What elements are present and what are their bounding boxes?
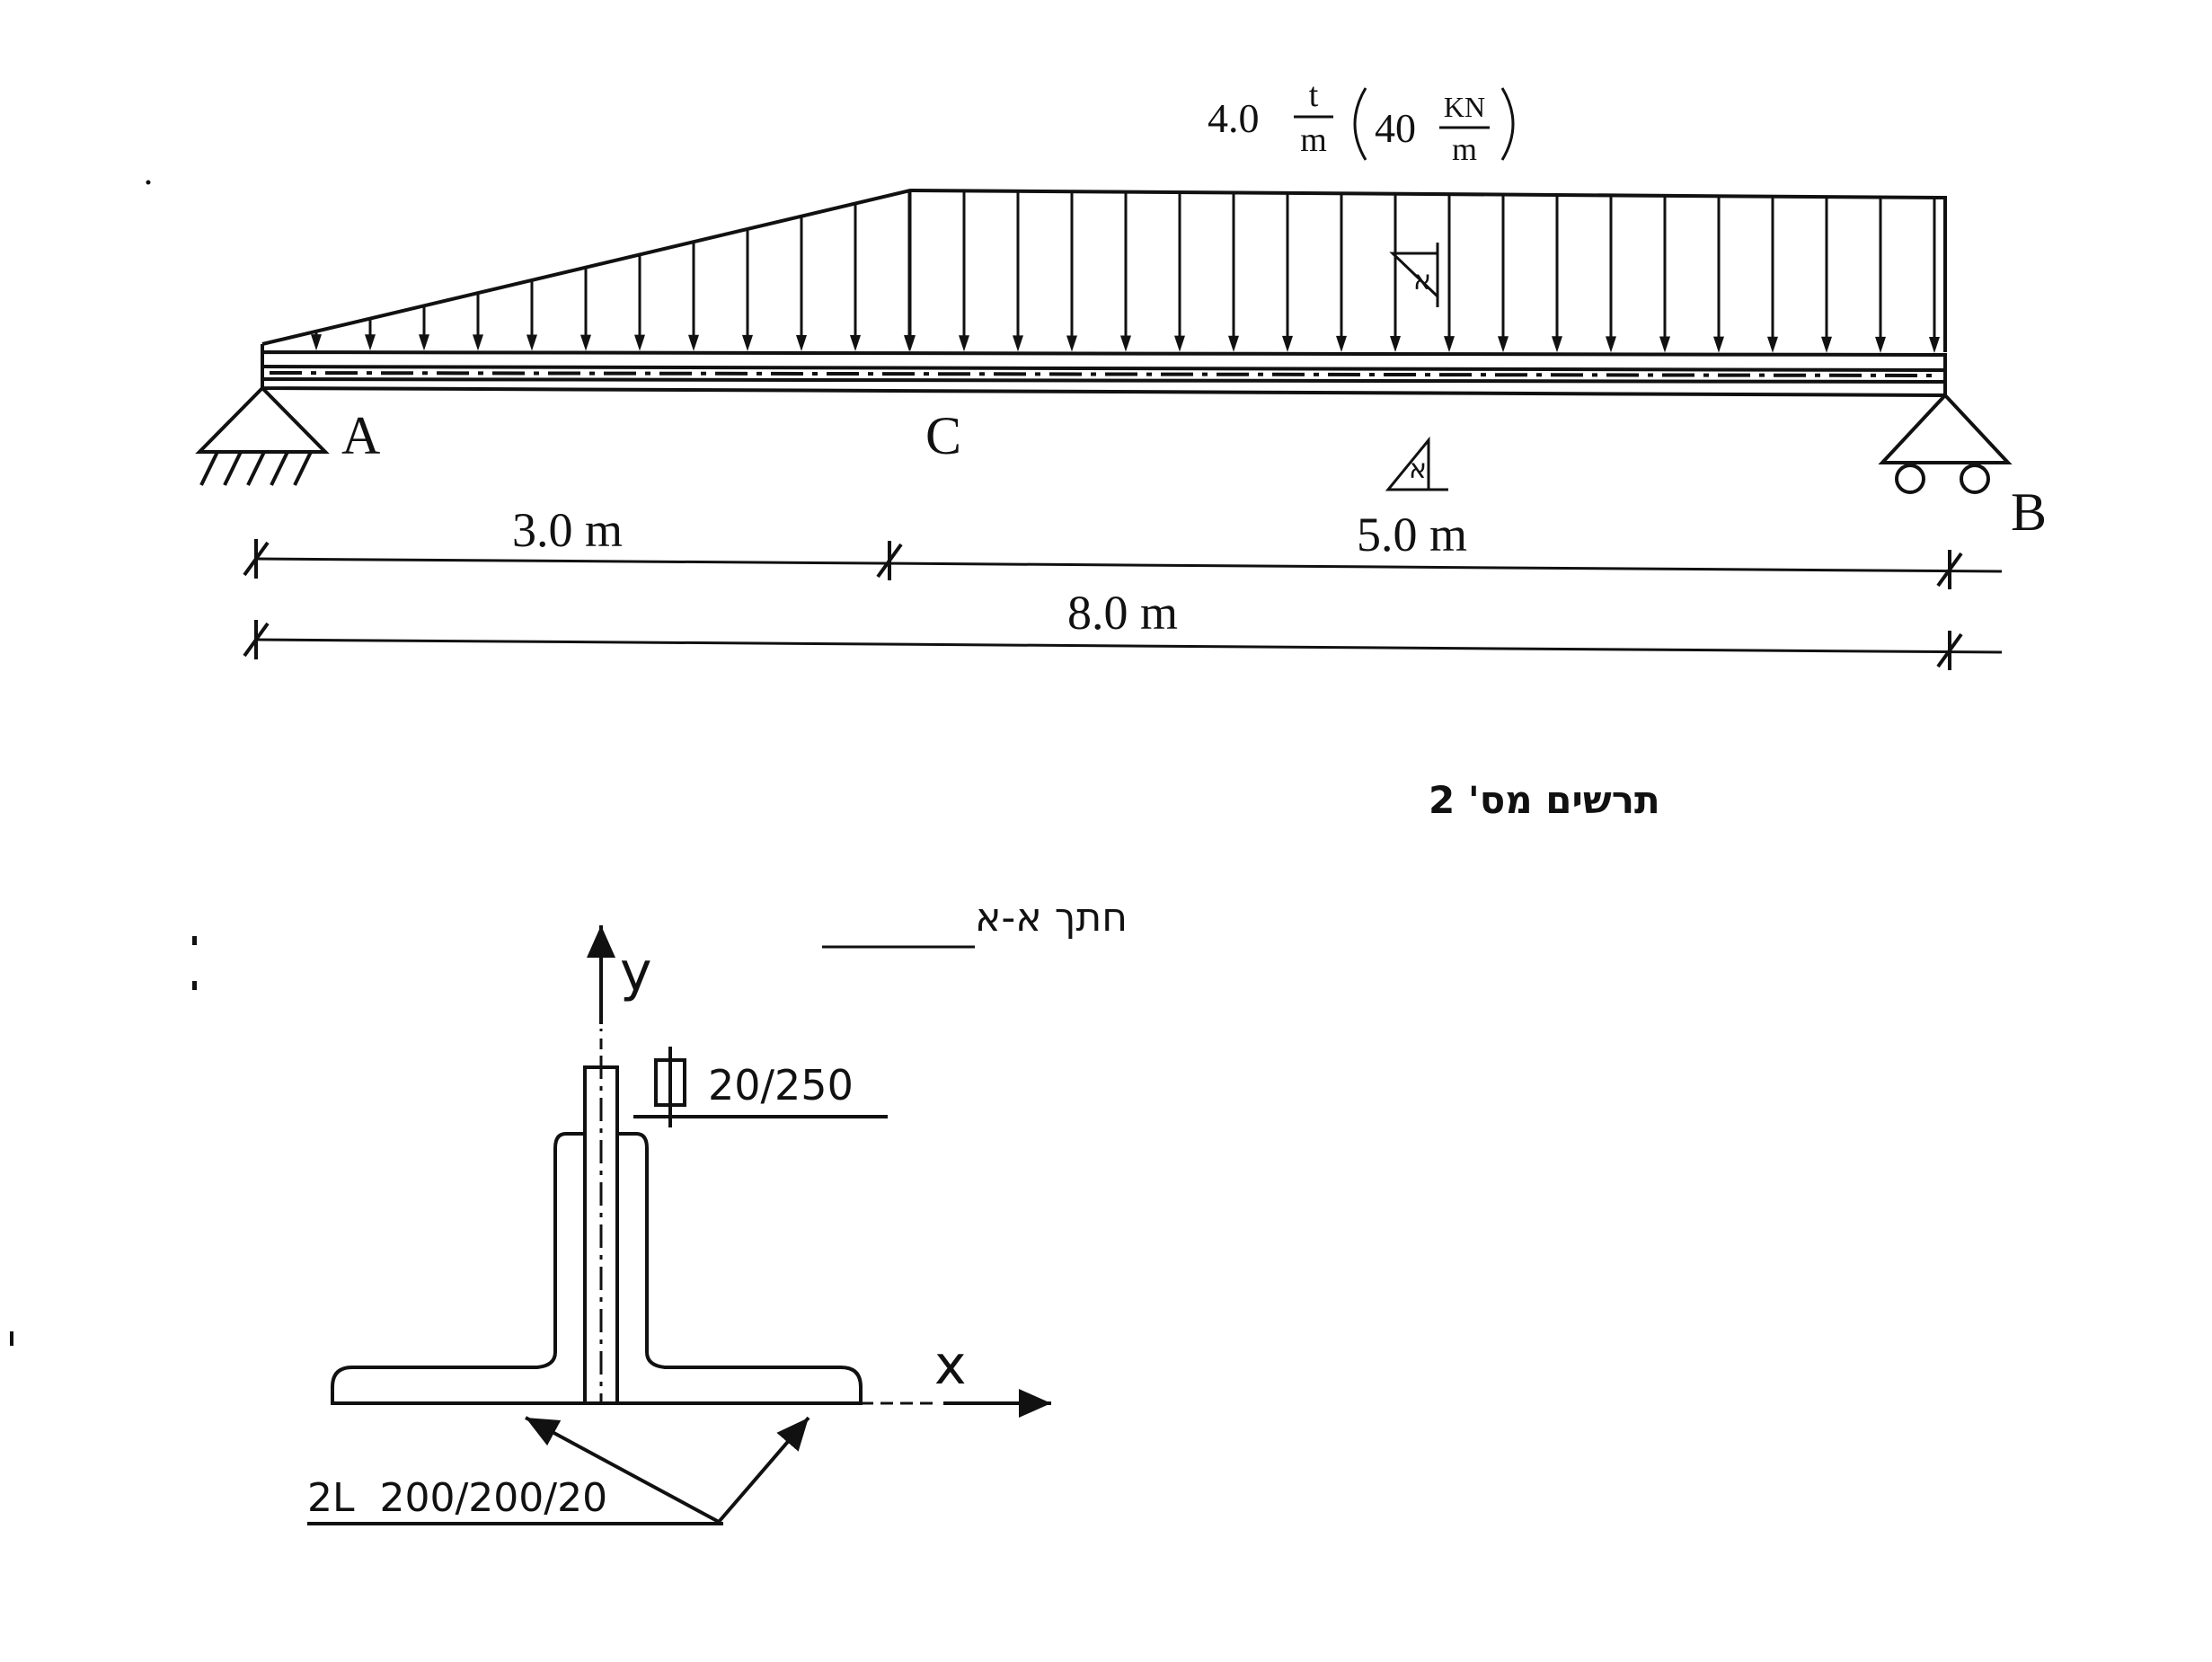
load-value-si: 40: [1375, 105, 1416, 151]
load-arrow-head: [1498, 336, 1509, 353]
load-arrow-head: [580, 334, 591, 351]
load-arrow-head: [1552, 336, 1562, 353]
load-arrow-head: [1767, 336, 1778, 353]
beam-centerline: [269, 371, 1942, 377]
load-arrow-head: [634, 334, 645, 351]
load-arrow-head: [796, 334, 807, 351]
stray-mark: [192, 981, 197, 990]
section-cut-bottom-marker: א: [1385, 436, 1448, 491]
y-axis: y: [587, 925, 652, 1067]
load-arrow-head: [1390, 336, 1401, 353]
load-si-numerator: KN: [1444, 91, 1485, 123]
load-arrow-head: [1659, 336, 1670, 353]
load-value-metric: 4.0: [1208, 95, 1260, 141]
dimension-line-spans: [243, 539, 2003, 589]
beam: [261, 349, 1947, 398]
load-arrow-head: [1336, 335, 1347, 352]
roller-support-b: [1878, 393, 2013, 494]
angles-callout: 2L 200/200/20: [307, 1416, 810, 1525]
load-arrow-head: [1875, 336, 1886, 353]
stray-dot: [146, 180, 151, 185]
load-arrow-head: [1282, 335, 1293, 352]
load-arrows: [311, 190, 1940, 353]
angles-label: 2L 200/200/20: [307, 1475, 607, 1521]
load-arrow-head: [688, 334, 699, 351]
dimension-line-total: [243, 620, 2003, 670]
plate-label: 20/250: [708, 1061, 854, 1109]
load-arrow-head: [1444, 336, 1455, 353]
t-section: [331, 1056, 863, 1405]
point-c-label: C: [925, 406, 961, 465]
load-arrow-head: [1120, 335, 1131, 352]
load-label: 4.0 t m 40 KN m: [1208, 76, 1515, 167]
x-axis: x: [861, 1334, 1051, 1418]
load-arrow-head: [959, 335, 969, 352]
x-axis-label: x: [934, 1334, 967, 1397]
stray-mark: [10, 1331, 13, 1346]
load-arrow-head: [1821, 336, 1832, 353]
section-mark-bottom: א: [1409, 454, 1427, 485]
pin-support-a: [195, 385, 330, 486]
load-arrow-head: [1174, 335, 1185, 352]
load-arrow-head: [850, 335, 861, 352]
drawing-title: תרשים מס' 2: [1429, 778, 1660, 822]
right-span-label: 5.0 m: [1357, 508, 1467, 561]
load-arrow-head: [1228, 335, 1239, 352]
load-si-denominator: m: [1452, 131, 1477, 167]
load-arrow-head: [1713, 336, 1724, 353]
load-arrow-head: [526, 334, 537, 351]
load-unit-denominator: m: [1300, 121, 1327, 159]
load-arrow-head: [365, 334, 376, 351]
load-arrow-head: [1929, 336, 1940, 353]
load-arrow-head: [311, 334, 322, 351]
section-title: חתך א-א: [975, 895, 1128, 941]
point-a-label: A: [341, 406, 380, 465]
y-axis-label: y: [620, 941, 652, 1003]
load-arrow-head: [742, 334, 753, 351]
section-cut-top-marker: א: [1389, 243, 1439, 307]
load-arrow-head: [1013, 335, 1023, 352]
point-b-label: B: [2011, 482, 2047, 542]
section-mark-top: א: [1413, 265, 1431, 296]
stray-mark: [192, 936, 197, 945]
load-arrow-head: [1606, 336, 1616, 353]
left-span-label: 3.0 m: [512, 503, 623, 557]
load-arrow-head: [905, 335, 916, 352]
distributed-load: [261, 188, 1947, 353]
load-arrow-head: [1066, 335, 1077, 352]
load-arrow-head: [473, 334, 483, 351]
plate-callout: 20/250: [633, 1047, 888, 1127]
load-arrow-head: [419, 334, 429, 351]
load-unit-numerator: t: [1309, 76, 1319, 114]
total-span-label: 8.0 m: [1067, 586, 1178, 640]
